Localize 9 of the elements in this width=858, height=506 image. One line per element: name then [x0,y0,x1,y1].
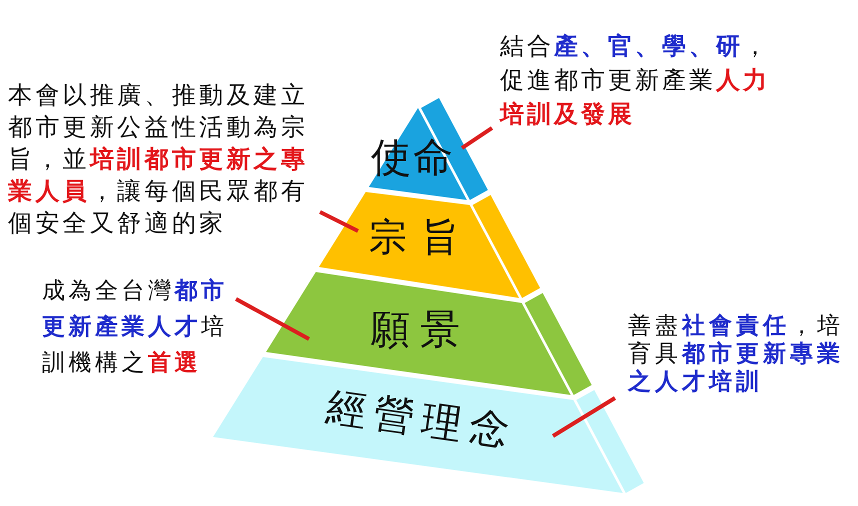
leader-line [235,297,310,341]
callout-text: 善盡社會責任，培育具都市更新專業之人才培訓 [628,312,846,396]
callout-text: 結合產、官、學、研，促進都市更新產業人力培訓及發展 [500,29,774,131]
tier-label: 經營理念 [324,384,520,456]
callout-text: 成為全台灣都市更新產業人才培訓機構之首選 [42,273,230,381]
tier-label: 宗旨 [369,217,473,259]
tier-label: 願景 [370,308,470,352]
callout-text: 本會以推廣、推動及建立都市更新公益性活動為宗旨，並培訓都市更新之專業人員，讓每個民眾都有個安全又舒適的家 [8,79,311,239]
leader-line [319,210,359,233]
